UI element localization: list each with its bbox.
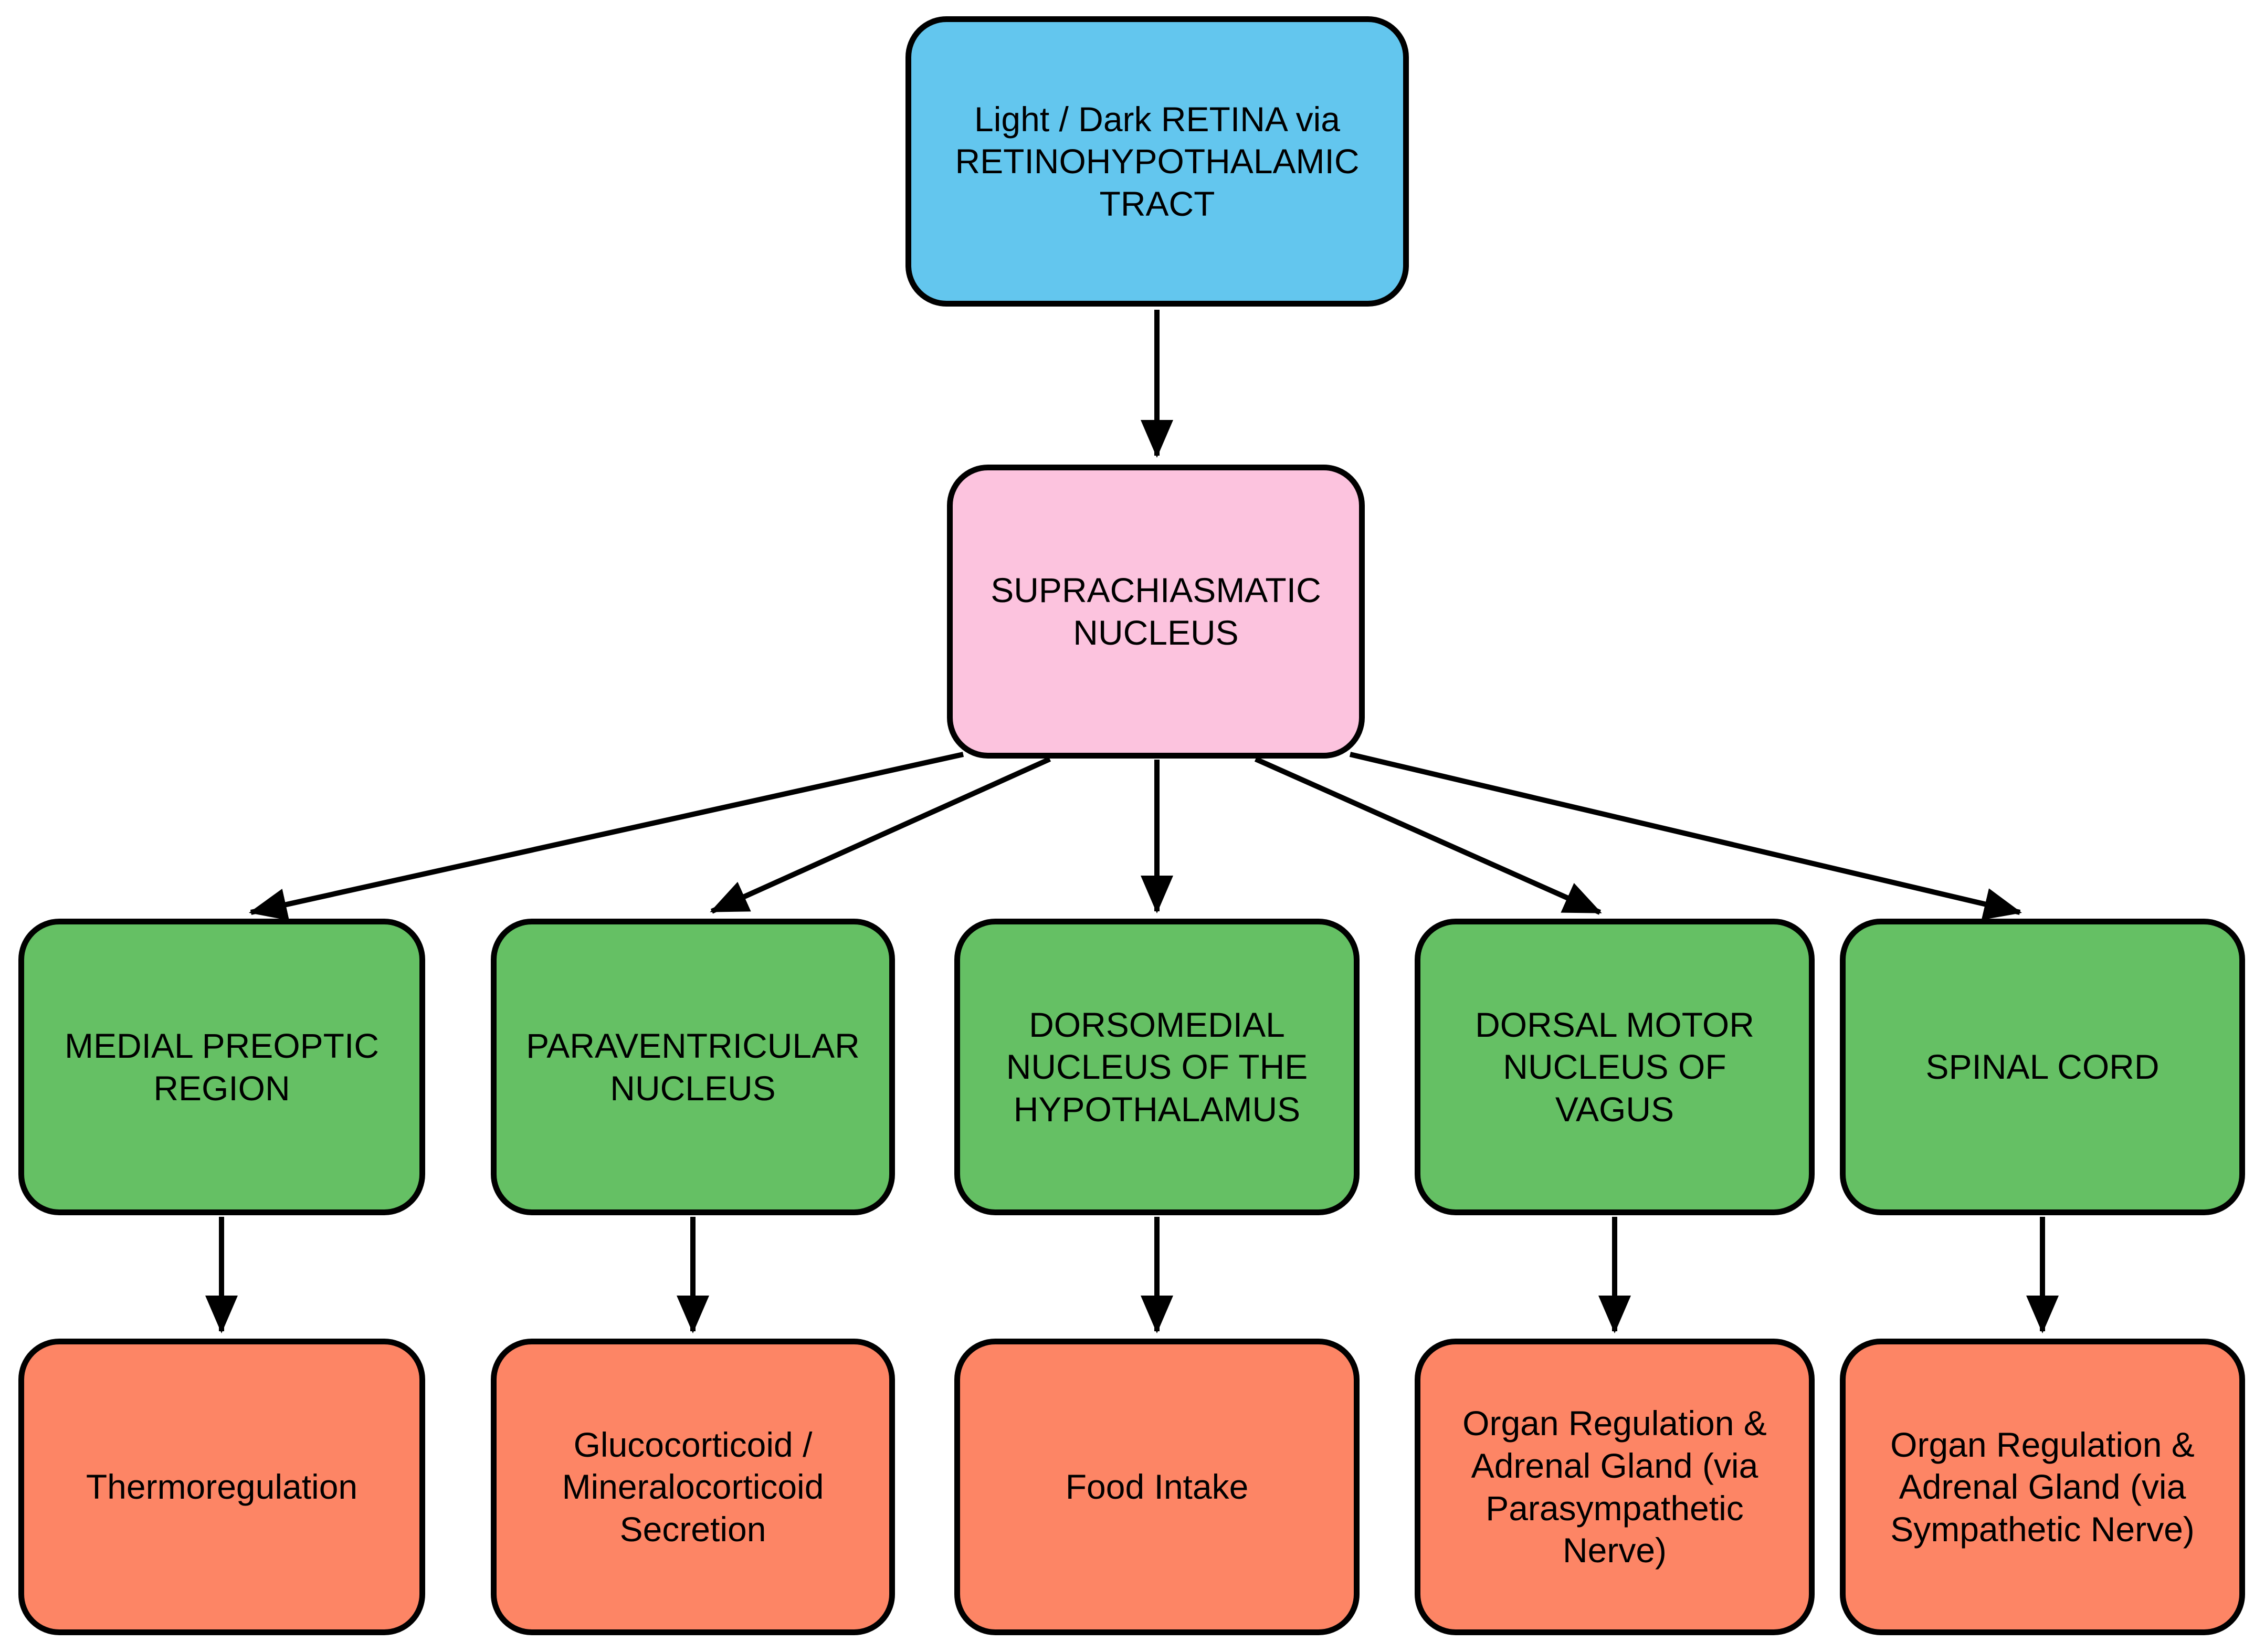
- nucleus-node-dorsal-motor-nucleus-of-vagus: DORSAL MOTOR NUCLEUS OF VAGUS: [1415, 919, 1815, 1215]
- output-node-food-intake: Food Intake: [954, 1339, 1360, 1635]
- nucleus-node-paraventricular-nucleus: PARAVENTRICULAR NUCLEUS: [491, 919, 895, 1215]
- nucleus-node-spinal-cord: SPINAL CORD: [1840, 919, 2245, 1215]
- nucleus-node-dorsomedial-nucleus: DORSOMEDIAL NUCLEUS OF THE HYPOTHALAMUS: [954, 919, 1360, 1215]
- hub-node-suprachiasmatic-nucleus: SUPRACHIASMATIC NUCLEUS: [947, 465, 1365, 759]
- arrow-scn-to-dorsal-motor: [1254, 756, 1602, 915]
- output-node-organ-regulation-sympathetic: Organ Regulation & Adrenal Gland (via Sy…: [1840, 1339, 2245, 1635]
- nucleus-node-medial-preoptic-region: MEDIAL PREOPTIC REGION: [18, 919, 425, 1215]
- arrow-scn-to-paraventricular: [710, 756, 1051, 914]
- input-node-retina: Light / Dark RETINA via RETINOHYPOTHALAM…: [905, 16, 1409, 307]
- arrow-scn-to-medial-preoptic: [249, 752, 964, 921]
- arrow-scn-to-spinal-cord: [1349, 752, 2022, 920]
- output-node-organ-regulation-parasympathetic: Organ Regulation & Adrenal Gland (via Pa…: [1415, 1339, 1815, 1635]
- output-node-glucocorticoid-mineralocorticoid-secretion: Glucocorticoid / Mineralocorticoid Secre…: [491, 1339, 895, 1635]
- output-node-thermoregulation: Thermoregulation: [18, 1339, 425, 1635]
